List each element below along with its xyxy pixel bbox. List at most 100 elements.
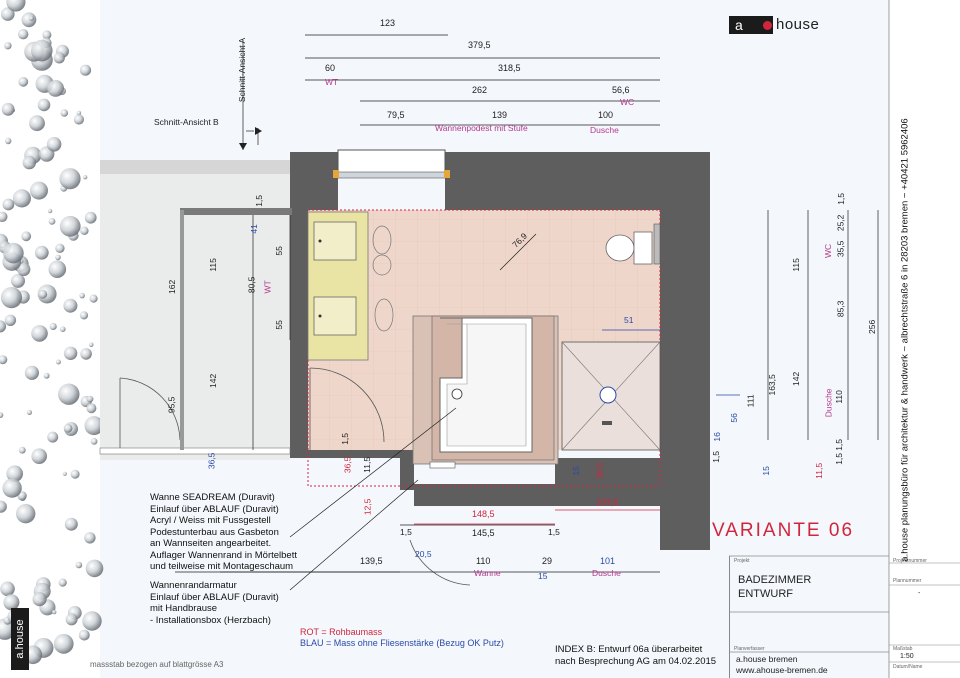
water-droplet	[42, 30, 52, 40]
dim-379-5: 379,5	[468, 40, 491, 50]
water-droplet	[58, 383, 80, 405]
water-droplet	[16, 504, 36, 524]
water-droplet	[89, 294, 98, 303]
water-droplet	[18, 29, 29, 40]
water-droplet	[60, 326, 66, 333]
water-droplet	[55, 254, 61, 261]
dim-right-1-5c: 1,5	[834, 452, 845, 465]
dim-right-1-5a: 1,5	[836, 192, 847, 205]
water-droplet	[6, 465, 23, 483]
dim-left-55a: 55	[273, 246, 284, 256]
water-droplet	[64, 517, 78, 531]
dim-51: 51	[624, 315, 634, 325]
label-dusche-right: Dusche	[823, 388, 834, 418]
water-droplet	[5, 137, 12, 145]
water-droplet	[78, 629, 90, 641]
water-droplet	[18, 76, 29, 87]
water-droplet	[52, 609, 57, 615]
water-droplet	[90, 438, 98, 445]
office-name: a.house bremen	[736, 654, 798, 664]
wall-right	[660, 152, 710, 550]
dim-103-5: 103,5	[596, 497, 619, 507]
dim-left-36-5a: 36,5	[206, 452, 217, 470]
leader-lines	[289, 407, 457, 591]
water-droplet	[11, 273, 25, 288]
dim-right-1-5b: 1,5	[834, 438, 845, 451]
water-droplet	[47, 431, 59, 443]
label-wc-top: WC	[620, 97, 635, 107]
dim-139-5: 139,5	[360, 556, 383, 566]
label-dusche-top: Dusche	[590, 125, 619, 135]
label-wt-left: WT	[262, 280, 273, 294]
water-droplet	[86, 395, 94, 403]
label-wannenpodest: Wannenpodest mit Stufe	[435, 123, 528, 133]
wall-thin-top	[180, 208, 292, 215]
dim-left-115: 115	[207, 258, 218, 272]
dim-left-12-5: 12,5	[362, 498, 373, 516]
dim-16: 16	[711, 432, 722, 442]
tub-note: Wanne SEADREAM (Duravit) Einlauf über AB…	[150, 492, 297, 572]
water-droplet	[2, 478, 22, 498]
section-b-label: Schnitt-Ansicht B	[154, 117, 219, 127]
dim-left-11-5: 11,5	[362, 456, 373, 473]
water-droplet	[37, 98, 51, 112]
water-droplet	[3, 594, 20, 611]
company-info-vertical: a.house planungsbüro für architektur & h…	[899, 118, 911, 562]
dim-left-162: 162	[167, 279, 178, 294]
project-title: BADEZIMMER ENTWURF	[738, 574, 812, 600]
variant-title: VARIANTE 06	[712, 520, 855, 541]
dim-left-142: 142	[208, 373, 219, 388]
dim-bottom-1-5b: 1,5	[548, 527, 560, 537]
water-droplet	[31, 448, 47, 465]
rug-decor	[372, 225, 394, 332]
dim-100: 100	[598, 110, 614, 120]
dim-85-3: 85,3	[835, 300, 846, 318]
water-droplet	[84, 532, 96, 544]
water-droplet	[48, 260, 67, 279]
water-droplet	[84, 211, 97, 224]
water-droplet	[34, 245, 49, 260]
red-dimension-lines	[414, 509, 660, 525]
water-droplet	[84, 416, 104, 436]
water-droplet	[32, 592, 47, 607]
dim-29: 29	[542, 556, 553, 566]
dim-318-5: 318,5	[498, 63, 521, 73]
planverfasser-label: Planverfasser	[734, 646, 765, 652]
water-droplet	[55, 359, 61, 365]
left-logo: a.house	[11, 608, 29, 670]
water-droplet	[65, 613, 78, 626]
index-note: INDEX B: Entwurf 06a überarbeitet nach B…	[555, 644, 717, 667]
water-droplet	[6, 0, 26, 12]
dim-256: 256	[867, 319, 878, 334]
water-droplet	[4, 314, 17, 326]
water-droplet	[21, 12, 37, 28]
dim-room-1-5: 1,5	[711, 450, 722, 463]
water-droplet	[31, 39, 53, 62]
water-droplet	[0, 287, 23, 309]
water-droplet	[59, 215, 81, 237]
wall-bottom-mid	[414, 484, 555, 506]
massstab-value: 1:50	[900, 653, 914, 660]
water-droplet	[53, 633, 74, 654]
wc-toilet	[605, 234, 635, 262]
dim-bottom-110: 110	[476, 556, 491, 566]
dim-right-15: 15	[760, 466, 771, 476]
legend-blue: BLAU = Mass ohne Fliesenstärke (Bezug OK…	[300, 638, 504, 648]
brand-logo[interactable]: a house	[729, 16, 869, 36]
water-droplet	[47, 80, 64, 97]
projekt-label: Projekt	[734, 558, 750, 564]
water-droplet	[12, 189, 31, 208]
fitting-note: Wannenrandarmatur Einlauf über ABLAUF (D…	[150, 580, 279, 626]
legend-red: ROT = Rohbaumass	[300, 627, 383, 637]
dim-123: 123	[380, 18, 396, 28]
dim-139: 139	[492, 110, 508, 120]
scale-note: massstab bezogen auf blattgrösse A3	[90, 660, 224, 669]
dim-20-5: 20,5	[415, 549, 432, 559]
water-droplet	[58, 578, 67, 587]
wall-light	[100, 160, 290, 174]
window	[337, 149, 446, 177]
water-droplet	[29, 115, 45, 132]
water-droplet	[18, 446, 26, 454]
dim-right-115: 115	[790, 258, 801, 272]
